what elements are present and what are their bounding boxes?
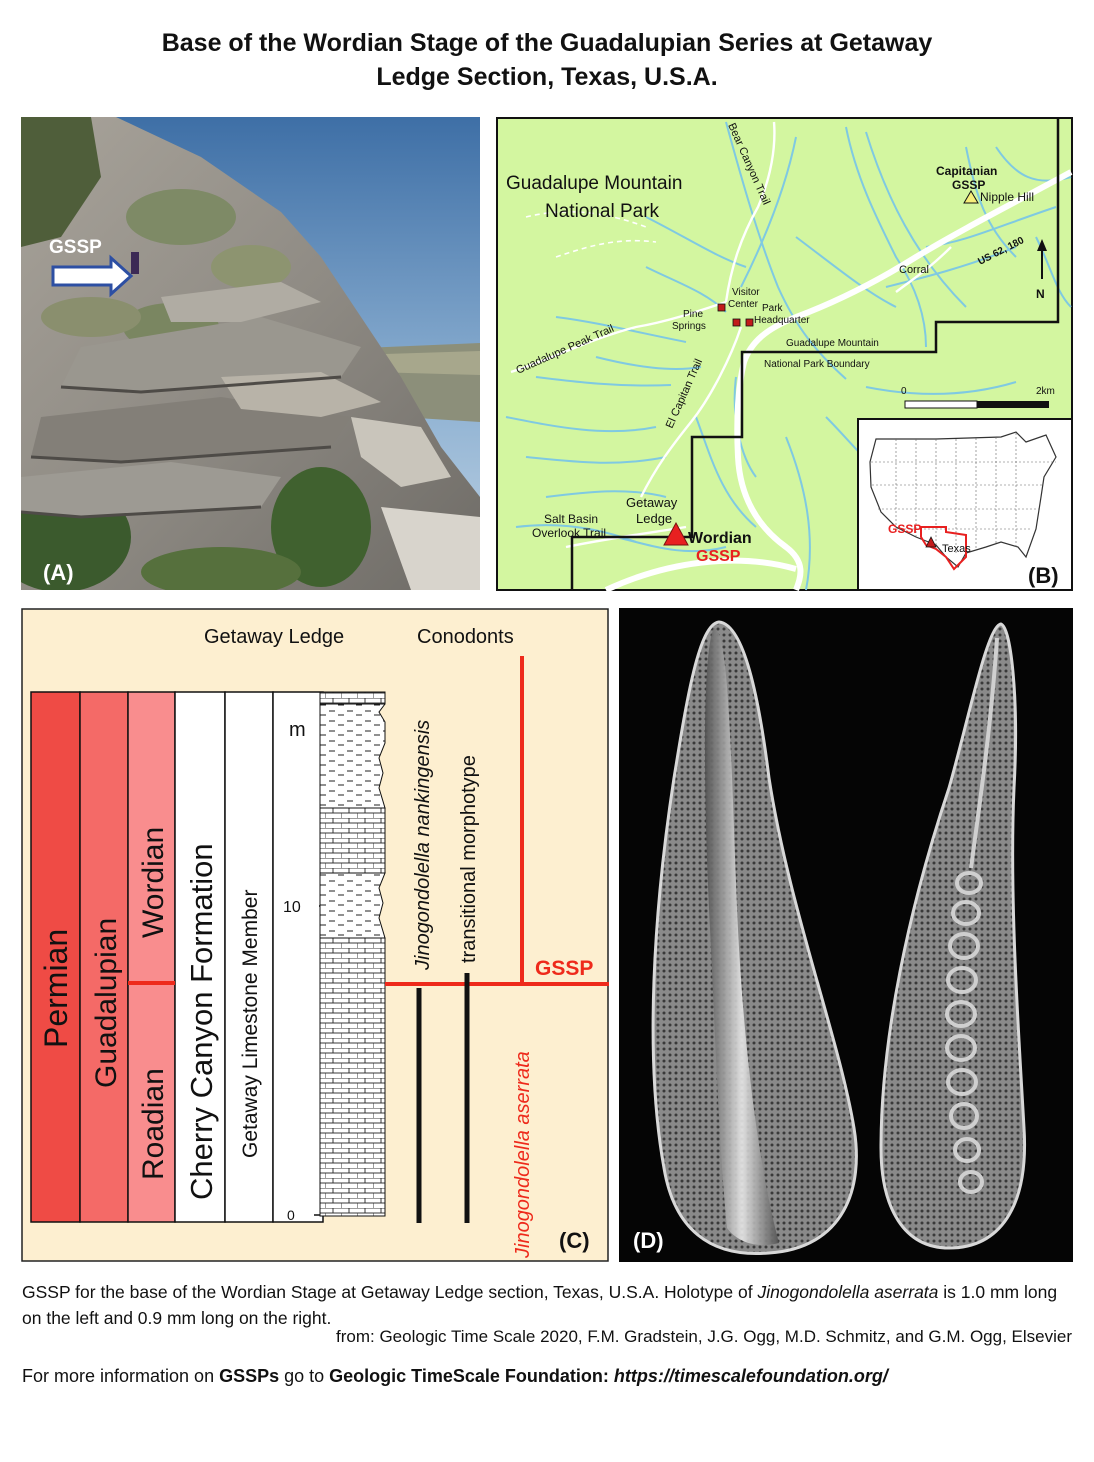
capitanian-label-2: GSSP (952, 178, 985, 192)
nipple-hill-label: Nipple Hill (980, 190, 1034, 204)
us-62-180-road (734, 169, 1073, 591)
scale-0-label: 0 (901, 386, 907, 397)
conodont-specimen-left (651, 620, 858, 1256)
label-member: Getaway Limestone Member (239, 890, 262, 1158)
page-title: Base of the Wordian Stage of the Guadalu… (0, 26, 1094, 94)
inset-texas-label: Texas (942, 543, 971, 555)
panel-b-location-map: Guadalupe Mountain National Park Bear Ca… (496, 117, 1073, 591)
boundary-label-1: Guadalupe Mountain (786, 338, 879, 349)
wordian-label: Wordian (688, 530, 752, 547)
visitor-center-marker (717, 303, 726, 312)
getaway-label-2: Ledge (636, 511, 672, 526)
column-permian (30, 691, 81, 1223)
label-permian: Permian (38, 929, 74, 1048)
caption-text-1: GSSP for the base of the Wordian Stage a… (22, 1282, 758, 1302)
panel-c-stratigraphic-column: Getaway Ledge Conodonts Permian Guadalup… (21, 608, 609, 1262)
more-info-middle: go to (279, 1366, 330, 1386)
caption-species: Jinogondolella aserrata (757, 1282, 939, 1302)
right-arrow-icon (51, 254, 134, 298)
label-wordian: Wordian (137, 827, 170, 938)
lithology-shale-mid (319, 872, 386, 939)
park-hq-label-1: Park (762, 303, 784, 314)
park-boundary-line (570, 119, 1060, 590)
visitor-label-1: Visitor (732, 287, 760, 298)
boundary-label-2: National Park Boundary (764, 359, 870, 370)
wordian-gssp-triangle-icon (663, 521, 689, 546)
wordian-gssp-label: GSSP (696, 548, 741, 565)
getaway-label-1: Getaway (626, 495, 678, 510)
panel-d-letter: (D) (633, 1228, 664, 1253)
north-label: N (1036, 287, 1045, 301)
park-name-1: Guadalupe Mountain (506, 173, 682, 194)
lithology-limestone-2 (319, 937, 386, 1217)
scale-0-label: 0 (287, 1207, 295, 1223)
scale-2km-label: 2km (1036, 386, 1055, 397)
column-member (224, 691, 274, 1223)
inset-gssp-label: GSSP (888, 522, 921, 536)
species-nankingensis-label: Jinogondolella nankingensis (412, 720, 434, 971)
panel-b-letter: (B) (1028, 563, 1059, 588)
label-formation: Cherry Canyon Formation (184, 843, 219, 1200)
scale-bar-light (904, 400, 978, 409)
visitor-label-2: Center (728, 299, 759, 310)
getaway-ledge-heading: Getaway Ledge (204, 626, 344, 648)
conodont-specimen-right (879, 622, 1027, 1250)
label-roadian: Roadian (137, 1068, 170, 1180)
lithology-limestone-1 (319, 807, 386, 874)
texas-outline (920, 526, 967, 571)
capitanian-label-1: Capitanian (936, 164, 997, 178)
park-headquarter-marker (745, 318, 754, 327)
marker-person (131, 252, 139, 274)
scale-10-label: 10 (283, 899, 301, 916)
park-name-2: National Park (545, 201, 660, 222)
conodonts-heading: Conodonts (417, 626, 514, 648)
title-line-1: Base of the Wordian Stage of the Guadalu… (161, 29, 933, 57)
figure-caption: GSSP for the base of the Wordian Stage a… (22, 1279, 1072, 1331)
label-guadalupian: Guadalupian (90, 918, 123, 1088)
us-outline (869, 431, 1057, 568)
column-formation (174, 691, 226, 1223)
park-hq-label-2: Headquarter (754, 315, 810, 326)
us-inset-map (857, 418, 1073, 591)
inset-gssp-triangle-icon (925, 536, 937, 548)
scale-unit-label: m (289, 719, 306, 741)
species-aserrata-label: Jinogondolella aserrata (512, 1051, 534, 1259)
pine-springs-marker (732, 318, 741, 327)
conodont-right-nodes (945, 637, 999, 1194)
column-scale (272, 691, 324, 1223)
species-transitional-label: transitional morphotype (458, 755, 480, 963)
panel-c-letter: (C) (559, 1228, 590, 1253)
more-info-prefix: For more information on (22, 1366, 220, 1386)
panel-a-letter: (A) (43, 560, 74, 585)
conodont-left-carina (704, 628, 779, 1246)
salt-basin-label-2: Overlook Trail (532, 526, 606, 540)
lithology-shale-top (319, 691, 386, 809)
source-citation: from: Geologic Time Scale 2020, F.M. Gra… (336, 1327, 1072, 1346)
caption-text-2: is 1.0 mm long on the left and 0.9 mm lo… (22, 1282, 1058, 1328)
gssp-label-a: GSSP (49, 237, 102, 258)
gssp-label-c: GSSP (535, 957, 593, 980)
salt-basin-label-1: Salt Basin (544, 512, 598, 526)
capitanian-triangle-icon (963, 190, 979, 204)
more-info-line: For more information on GSSPs go to Geol… (22, 1366, 888, 1387)
panel-d-conodont-image: (D) (619, 608, 1073, 1262)
more-info-foundation: Geologic TimeScale Foundation: (329, 1366, 614, 1386)
trails (510, 121, 952, 549)
column-stage (127, 691, 176, 1223)
streams (505, 121, 1072, 591)
corral-label: Corral (899, 264, 929, 276)
more-info-gssps: GSSPs (219, 1366, 280, 1386)
panel-a-outcrop-photo: GSSP (A) (21, 117, 480, 590)
scale-bar-dark (977, 401, 1049, 408)
pine-label-1: Pine (683, 309, 703, 320)
title-line-2: Ledge Section, Texas, U.S.A. (376, 63, 718, 91)
column-guadalupian (79, 691, 129, 1223)
pine-label-2: Springs (672, 321, 706, 332)
foundation-link[interactable]: https://timescalefoundation.org/ (613, 1366, 888, 1386)
